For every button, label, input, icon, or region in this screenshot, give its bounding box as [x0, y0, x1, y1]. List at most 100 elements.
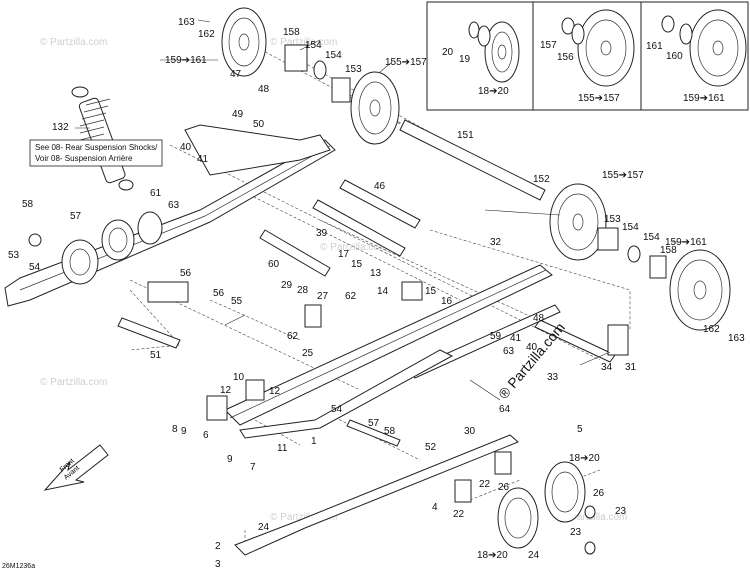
callout-label: 48	[258, 84, 270, 95]
callout-label: 33	[547, 372, 559, 383]
callout-label: 154	[643, 232, 660, 243]
watermark: © Partzilla.com	[320, 242, 387, 253]
callout-label: 13	[370, 268, 382, 279]
callout-label: 47	[230, 69, 242, 80]
callout-label: 8	[172, 424, 178, 435]
right-rail-assembly	[224, 264, 629, 556]
callout-label: 159➔161	[683, 93, 725, 104]
callout-label: 40	[526, 342, 538, 353]
callout-label: 26	[498, 482, 510, 493]
callout-label: 59	[490, 331, 502, 342]
callout-label: 39	[316, 228, 328, 239]
note-line: Voir 08- Suspension Arrière	[35, 154, 133, 163]
callout-label: 19	[459, 54, 471, 65]
callout-label: 24	[258, 522, 270, 533]
callout-label: 159➔161	[165, 55, 207, 66]
callout-label: 153	[345, 64, 362, 75]
callout-label: 49	[232, 109, 244, 120]
callout-label: 23	[570, 527, 582, 538]
callout-label: 163	[178, 17, 195, 28]
callout-label: 61	[150, 188, 162, 199]
callout-label: 62	[345, 291, 357, 302]
callout-label: 152	[533, 174, 550, 185]
callout-label: 27	[317, 291, 329, 302]
leader-lines	[75, 19, 686, 401]
callout-label: 132	[52, 122, 69, 133]
callout-label: 161	[646, 41, 663, 52]
callout-label: 56	[180, 268, 192, 279]
callout-label: 155➔157	[578, 93, 620, 104]
callout-label: 22	[479, 479, 491, 490]
callout-label: 60	[268, 259, 280, 270]
callout-label: 20	[442, 47, 454, 58]
callout-label: 63	[503, 346, 515, 357]
callout-label: 3	[215, 559, 221, 570]
callout-label: 29	[281, 280, 293, 291]
callout-label: 16	[441, 296, 453, 307]
callout-label: 158	[660, 245, 677, 256]
wheel-variants-inset	[426, 1, 749, 111]
watermark: © Partzilla.com	[560, 512, 627, 523]
callout-label: 9	[181, 426, 187, 437]
callout-label: 160	[666, 51, 683, 62]
callout-label: 22	[453, 509, 465, 520]
callout-label: 17	[338, 249, 350, 260]
rear-shock	[71, 86, 134, 191]
callout-label: 50	[253, 119, 265, 130]
callout-label: 5	[577, 424, 583, 435]
callout-label: 18➔20	[477, 550, 508, 561]
callout-label: 46	[374, 181, 386, 192]
figure-code: 26M1236a	[2, 563, 35, 570]
callout-label: 11	[277, 443, 288, 454]
callout-label: 15	[351, 259, 363, 270]
callout-label: 51	[150, 350, 162, 361]
cross-shafts	[117, 119, 616, 447]
callout-label: 41	[197, 154, 209, 165]
watermark: © Partzilla.com	[270, 512, 337, 523]
callout-label: 6	[203, 430, 209, 441]
callout-label: 154	[325, 50, 342, 61]
callout-label: 9	[227, 454, 233, 465]
callout-label: 54	[29, 262, 41, 273]
callout-label: 157	[540, 40, 557, 51]
callout-label: 26	[593, 488, 605, 499]
callout-label: 155➔157	[385, 57, 427, 68]
right-idler-wheels	[549, 183, 731, 331]
callout-label: 154	[305, 40, 322, 51]
callout-label: 23	[615, 506, 627, 517]
callout-label: 163	[728, 333, 745, 344]
callout-label: 56	[213, 288, 225, 299]
callout-label: 55	[231, 296, 243, 307]
callout-label: 18➔20	[478, 86, 509, 97]
callout-label: 57	[368, 418, 380, 429]
callout-label: 58	[22, 199, 34, 210]
watermark: © Partzilla.com	[40, 37, 107, 48]
callout-label: 64	[499, 404, 511, 415]
callout-label: 12	[220, 385, 232, 396]
lower-wheels	[147, 281, 596, 555]
callout-label: 155➔157	[602, 170, 644, 181]
callout-label: 162	[198, 29, 215, 40]
callout-label: 153	[604, 214, 621, 225]
callout-label: 41	[510, 333, 522, 344]
watermark: © Partzilla.com	[270, 37, 337, 48]
callout-label: 10	[233, 372, 245, 383]
callout-label: 52	[425, 442, 437, 453]
callout-label: 15	[425, 286, 437, 297]
callout-label: 31	[625, 362, 637, 373]
callout-label: 156	[557, 52, 574, 63]
callout-label: 32	[490, 237, 502, 248]
callout-label: 62	[287, 331, 299, 342]
callout-label: 7	[250, 462, 256, 473]
callout-label: 2	[215, 541, 221, 552]
callout-label: 34	[601, 362, 613, 373]
callout-label: 151	[457, 130, 474, 141]
callout-label: 4	[432, 502, 438, 513]
see-shocks-note: See 08- Rear Suspension Shocks/ Voir 08-…	[29, 139, 163, 167]
callout-label: 30	[464, 426, 476, 437]
callout-label: 53	[8, 250, 20, 261]
callout-label: 1	[311, 436, 317, 447]
